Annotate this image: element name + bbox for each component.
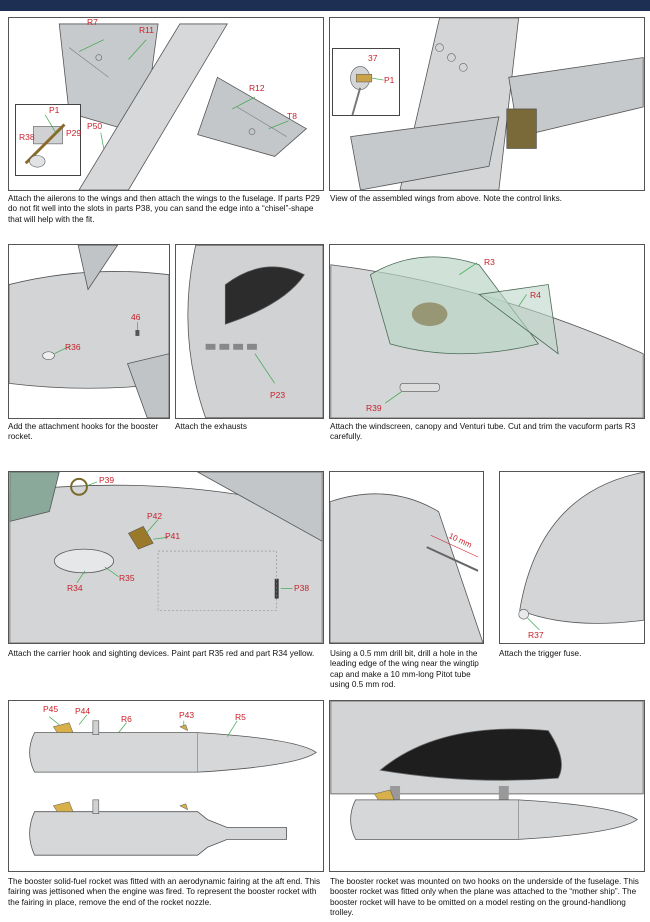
canopy-drawing (330, 256, 644, 418)
callout-label: R7 (87, 17, 98, 27)
pitot-tube-drawing (330, 493, 483, 643)
callout-label: R4 (530, 290, 541, 300)
step-4-illustration: P23 (175, 244, 324, 419)
callout-label: 46 (131, 312, 141, 322)
step-9-illustration: P45 P44 R6 P43 R5 (8, 700, 324, 872)
exhausts-drawing (187, 245, 323, 418)
control-link-detail-drawing (350, 66, 384, 115)
callout-label: P23 (270, 390, 286, 400)
callout-label: P1 (384, 75, 395, 85)
step-8-illustration: R37 (499, 471, 645, 644)
hinge-detail-drawing (24, 114, 66, 168)
step-7-caption: Using a 0.5 mm drill bit, drill a hole i… (330, 649, 479, 690)
step-10-caption: The booster rocket was mounted on two ho… (330, 877, 639, 918)
step-1-detail-inset (15, 104, 81, 176)
callout-label: R12 (249, 83, 265, 93)
step-1-illustration: R7 R11 R12 T8 P50 P1 R38 P29 (8, 17, 324, 191)
step-10-illustration (329, 700, 645, 872)
step-2-detail-inset (332, 48, 400, 116)
step-9-caption: The booster solid-fuel rocket was fitted… (8, 877, 321, 907)
step-5-caption: Attach the windscreen, canopy and Ventur… (330, 422, 636, 442)
callout-label: R34 (67, 583, 83, 593)
callout-label: R5 (235, 712, 246, 722)
step-6-caption: Attach the carrier hook and sighting dev… (8, 649, 315, 658)
step-8-caption: Attach the trigger fuse. (499, 649, 582, 658)
callout-label: 37 (368, 53, 378, 63)
step-6-illustration: P39 P42 P41 R35 R34 P38 (8, 471, 324, 644)
booster-rocket-drawing (29, 714, 317, 856)
callout-label: P50 (87, 121, 103, 131)
trigger-fuse-drawing (518, 472, 644, 631)
callout-label: R6 (121, 714, 132, 724)
callout-label: R37 (528, 630, 544, 640)
step-4-caption: Attach the exhausts (175, 422, 247, 431)
step-7-illustration: 10 mm (329, 471, 484, 644)
callout-label: R3 (484, 257, 495, 267)
step-1-caption: Attach the ailerons to the wings and the… (8, 194, 320, 224)
callout-label: P42 (147, 511, 163, 521)
step-3-caption: Add the attachment hooks for the booster… (8, 422, 159, 442)
fuselage-hooks-drawing (9, 245, 169, 418)
step-2-illustration: 37 P1 (329, 17, 645, 191)
header-bar (0, 0, 650, 11)
callout-label: R36 (65, 342, 81, 352)
callout-label: P29 (66, 128, 82, 138)
wing-assembly-drawing (58, 23, 308, 190)
wings-top-view-drawing (350, 18, 644, 190)
callout-label: P43 (179, 710, 195, 720)
callout-label: P41 (165, 531, 181, 541)
callout-label: R11 (139, 25, 154, 35)
rocket-mounted-drawing (330, 701, 644, 840)
callout-label: P45 (43, 704, 59, 714)
callout-label: P38 (294, 583, 310, 593)
callout-label: P39 (99, 475, 115, 485)
callout-label: R39 (366, 403, 382, 413)
step-2-caption: View of the assembled wings from above. … (330, 194, 562, 203)
step-5-illustration: R3 R4 R39 (329, 244, 645, 419)
step-3-illustration: R36 46 (8, 244, 170, 419)
callout-label: R38 (19, 132, 35, 142)
carrier-hook-drawing (9, 472, 323, 643)
callout-label: P1 (49, 105, 60, 115)
callout-label: P44 (75, 706, 91, 716)
callout-label: R35 (119, 573, 135, 583)
callout-label: T8 (287, 111, 297, 121)
